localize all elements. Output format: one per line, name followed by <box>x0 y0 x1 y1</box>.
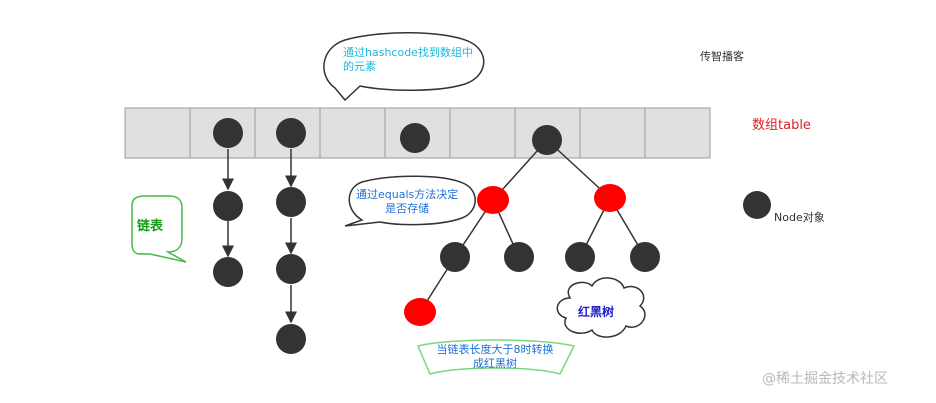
red-black-tree-label: 红黑树 <box>578 305 615 319</box>
threshold-banner-text: 当链表长度大于8时转换 成红黑树 <box>428 343 562 371</box>
equals-callout-line-2: 是否存储 <box>385 202 430 215</box>
watermark: @稀土掘金技术社区 <box>762 371 888 387</box>
hashcode-callout-line-1: 通过hashcode找到数组中 <box>343 46 473 59</box>
tree-black-node <box>440 242 470 272</box>
threshold-banner-line-2: 成红黑树 <box>473 357 517 370</box>
tree-black-node <box>504 242 534 272</box>
list-node <box>213 191 243 221</box>
hashcode-callout-text: 通过hashcode找到数组中 的元素 <box>343 46 473 74</box>
red-black-tree-cloud <box>556 277 646 338</box>
tree-root-node <box>532 125 562 155</box>
threshold-banner <box>416 339 576 375</box>
brand-label: 传智播客 <box>700 50 744 63</box>
equals-callout-text: 通过equals方法决定 是否存储 <box>356 188 458 216</box>
threshold-banner-line-1: 当链表长度大于8时转换 <box>436 343 554 356</box>
tree-red-node <box>477 186 509 214</box>
linked-list-label: 链表 <box>137 219 164 234</box>
tree-black-node <box>630 242 660 272</box>
array-node <box>400 123 430 153</box>
hashcode-callout-bubble <box>323 32 485 102</box>
array-cell-dividers <box>189 108 646 158</box>
array-node <box>213 118 243 148</box>
list-node <box>276 187 306 217</box>
hashcode-callout-line-2: 的元素 <box>343 60 376 73</box>
tree-red-node <box>404 298 436 326</box>
linked-list-callout <box>131 195 187 263</box>
equals-callout-bubble <box>344 175 476 227</box>
list-node <box>213 257 243 287</box>
node-object-label: Node对象 <box>774 211 825 224</box>
tree-red-node <box>594 184 626 212</box>
tree-black-node <box>565 242 595 272</box>
legend-node <box>743 191 771 219</box>
array-table-label: 数组table <box>752 118 811 133</box>
list-node <box>276 254 306 284</box>
equals-callout-line-1: 通过equals方法决定 <box>356 188 459 201</box>
array-node <box>276 118 306 148</box>
list-node <box>276 324 306 354</box>
